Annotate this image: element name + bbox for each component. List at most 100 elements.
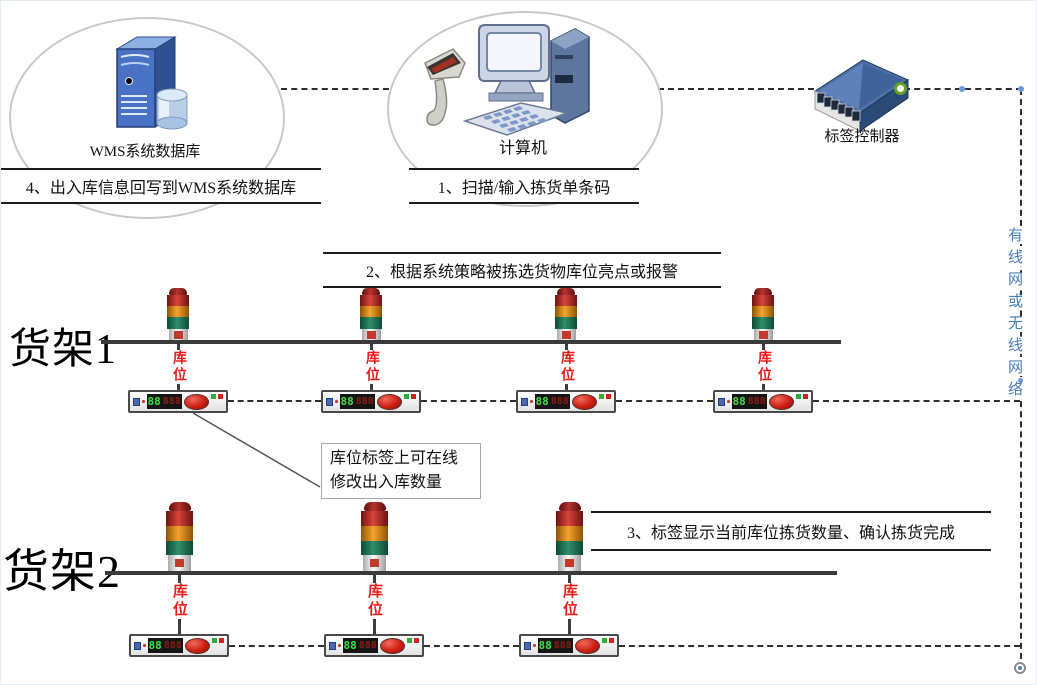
- indicator-lights: [602, 638, 614, 643]
- keyboard-icon: [463, 102, 570, 136]
- status-dot-icon: [338, 644, 341, 647]
- green-led-icon: [602, 638, 607, 643]
- indicator-lights: [599, 394, 611, 399]
- indicator-lights: [796, 394, 808, 399]
- confirm-button: [183, 393, 209, 410]
- green-led-icon: [404, 394, 409, 399]
- green-led-icon: [212, 638, 217, 643]
- connector-wms-computer: [281, 88, 389, 90]
- display-bus-line: [813, 400, 1020, 402]
- connector-computer-controller: [658, 88, 814, 90]
- slot-label: 库位: [364, 350, 379, 384]
- shelf-2-line: [105, 571, 837, 575]
- status-dot-icon: [727, 400, 730, 403]
- confirm-button: [184, 637, 210, 654]
- stack-light: [167, 288, 189, 340]
- network-type-label: 有 线 网 或 无 线 网 络: [1008, 228, 1024, 398]
- logo-chip-icon: [326, 397, 334, 406]
- status-dot-icon: [533, 644, 536, 647]
- step-1-label: 1、扫描/输入拣货单条码: [409, 168, 639, 204]
- connector-handle-dot: [1018, 86, 1024, 92]
- red-led-icon: [803, 394, 808, 399]
- shelf-1-line: [101, 340, 841, 344]
- logo-chip-icon: [329, 641, 337, 650]
- confirm-button: [574, 637, 600, 654]
- logo-chip-icon: [718, 397, 726, 406]
- confirm-button: [379, 637, 405, 654]
- indicator-lights: [407, 638, 419, 643]
- stack-light: [752, 288, 774, 340]
- confirm-button: [376, 393, 402, 410]
- green-led-icon: [407, 638, 412, 643]
- stack-light: [361, 502, 388, 571]
- slot-label: 库位: [756, 350, 771, 384]
- database-cylinder-icon: [156, 88, 188, 130]
- indicator-lights: [211, 394, 223, 399]
- stack-light: [360, 288, 382, 340]
- display-bus-line: [229, 645, 324, 647]
- slot-label: 库位: [171, 583, 187, 619]
- indicator-lights: [404, 394, 416, 399]
- stack-light: [556, 502, 583, 571]
- shelf-2-title: 货架2: [3, 546, 121, 597]
- red-led-icon: [219, 638, 224, 643]
- desktop-computer-icon: [463, 24, 590, 136]
- callout-text-line2: 修改出入库数量: [330, 474, 443, 491]
- status-dot-icon: [143, 644, 146, 647]
- confirm-button: [571, 393, 597, 410]
- status-dot-icon: [335, 400, 338, 403]
- green-led-icon: [796, 394, 801, 399]
- status-dot-icon: [142, 400, 145, 403]
- step-2-label: 2、根据系统策略被拣选货物库位亮点或报警: [323, 252, 721, 288]
- display-bus-line: [228, 400, 321, 402]
- network-endpoint-circle: [1014, 662, 1026, 674]
- slot-label: 库位: [559, 350, 574, 384]
- barcode-scanner-icon: [424, 48, 466, 126]
- wms-database-label: WMS系统数据库: [89, 144, 201, 160]
- display-bus-line: [424, 645, 519, 647]
- red-led-icon: [606, 394, 611, 399]
- logo-chip-icon: [521, 397, 529, 406]
- status-dot-icon: [530, 400, 533, 403]
- red-led-icon: [414, 638, 419, 643]
- wms-database-ellipse: [9, 17, 285, 219]
- stack-light: [555, 288, 577, 340]
- computer-label: 计算机: [498, 140, 547, 157]
- stack-light: [166, 502, 193, 571]
- green-led-icon: [211, 394, 216, 399]
- computer-ellipse: [387, 11, 663, 207]
- shelf-1-title: 货架1: [9, 327, 118, 373]
- confirm-button: [768, 393, 794, 410]
- red-led-icon: [411, 394, 416, 399]
- callout-box: 库位标签上可在线 修改出入库数量: [321, 443, 481, 499]
- display-bus-line: [421, 400, 516, 402]
- step-3-label: 3、标签显示当前库位拣货数量、确认拣货完成: [591, 511, 991, 551]
- display-bus-line: [616, 400, 713, 402]
- callout-text-line1: 库位标签上可在线: [330, 450, 459, 467]
- step-4-label: 4、出入库信息回写到WMS系统数据库: [1, 168, 321, 204]
- display-bus-line: [619, 645, 1020, 647]
- logo-chip-icon: [524, 641, 532, 650]
- indicator-lights: [212, 638, 224, 643]
- logo-chip-icon: [133, 397, 141, 406]
- green-led-icon: [599, 394, 604, 399]
- connector-handle-dot: [1018, 378, 1023, 383]
- connector-handle-dot: [959, 86, 965, 92]
- red-led-icon: [609, 638, 614, 643]
- slot-label: 库位: [561, 583, 577, 619]
- slot-label: 库位: [366, 583, 382, 619]
